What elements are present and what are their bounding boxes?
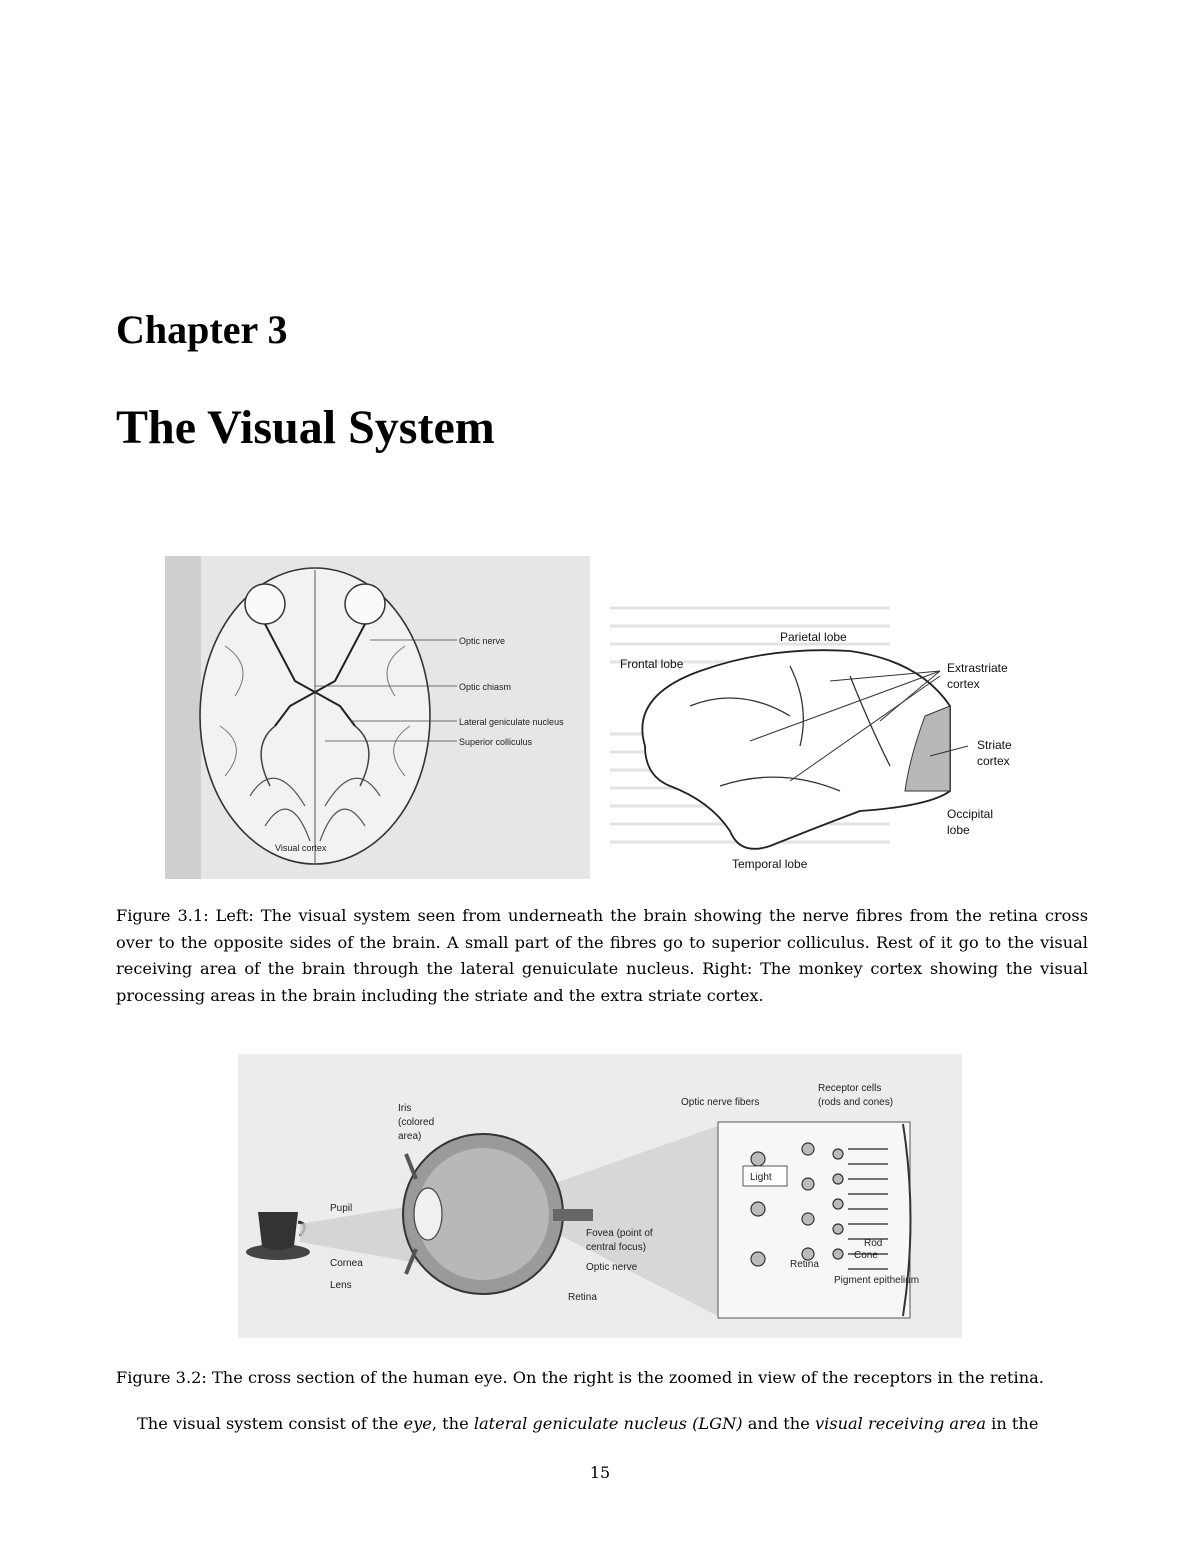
figure-eye-cross-section: Iris (colored area) Pupil Cornea Lens Op… [238, 1054, 962, 1338]
term-eye: eye [403, 1414, 432, 1433]
label-retina-zoom: Retina [790, 1259, 819, 1270]
label-retina-eye: Retina [568, 1292, 597, 1303]
label-extrastriate-1: Extrastriate [947, 661, 1008, 675]
chapter-label: Chapter 3 [116, 307, 288, 352]
label-rod: Rod [864, 1238, 882, 1249]
label-superior-colliculus: Superior colliculus [459, 737, 533, 747]
label-cornea: Cornea [330, 1258, 363, 1269]
label-light: Light [750, 1172, 772, 1183]
label-receptor-cells-1: Receptor cells [818, 1083, 881, 1094]
label-optic-nerve-eye: Optic nerve [586, 1262, 638, 1273]
body-text-4: in the [986, 1414, 1039, 1433]
label-iris-2: (colored [398, 1117, 434, 1128]
label-frontal-lobe: Frontal lobe [620, 657, 684, 671]
body-text-1: The visual system consist of the [137, 1414, 404, 1433]
term-lgn: lateral geniculate nucleus (LGN) [473, 1414, 743, 1433]
figure-brain-underside: Optic nerve Optic chiasm Lateral genicul… [165, 556, 590, 879]
label-lens: Lens [330, 1280, 352, 1291]
label-striate-1: Striate [977, 738, 1012, 752]
figure-1-caption: Figure 3.1: Left: The visual system seen… [116, 906, 1088, 1005]
label-receptor-cells-2: (rods and cones) [818, 1097, 893, 1108]
figure-monkey-cortex: Parietal lobe Frontal lobe Extrastriate … [590, 586, 1035, 879]
label-extrastriate-2: cortex [947, 677, 980, 691]
label-occipital-2: lobe [947, 823, 970, 837]
term-visual-receiving-area: visual receiving area [814, 1414, 986, 1433]
label-optic-nerve: Optic nerve [459, 636, 505, 646]
label-optic-nerve-fibers: Optic nerve fibers [681, 1097, 759, 1108]
label-visual-cortex: Visual cortex [275, 843, 327, 853]
page-number: 15 [589, 1463, 611, 1482]
label-parietal-lobe: Parietal lobe [780, 630, 847, 644]
label-striate-2: cortex [977, 754, 1010, 768]
body-paragraph: The visual system consist of the eye, th… [137, 1411, 1097, 1437]
label-optic-chiasm: Optic chiasm [459, 682, 511, 692]
label-cone: Cone [854, 1250, 878, 1261]
chapter-title: The Visual System [116, 401, 495, 454]
label-iris-1: Iris [398, 1103, 411, 1114]
label-iris-3: area) [398, 1131, 421, 1142]
label-pigment-epithelium: Pigment epithelium [834, 1275, 919, 1286]
label-lgn: Lateral geniculate nucleus [459, 717, 564, 727]
label-fovea-2: central focus) [586, 1242, 646, 1253]
label-temporal-lobe: Temporal lobe [732, 857, 808, 871]
label-pupil: Pupil [330, 1203, 352, 1214]
body-text-3: and the [742, 1414, 815, 1433]
label-occipital-1: Occipital [947, 807, 993, 821]
figure-2-caption: Figure 3.2: The cross section of the hum… [116, 1368, 1044, 1387]
body-text-2: , the [431, 1414, 474, 1433]
label-fovea-1: Fovea (point of [586, 1228, 653, 1239]
